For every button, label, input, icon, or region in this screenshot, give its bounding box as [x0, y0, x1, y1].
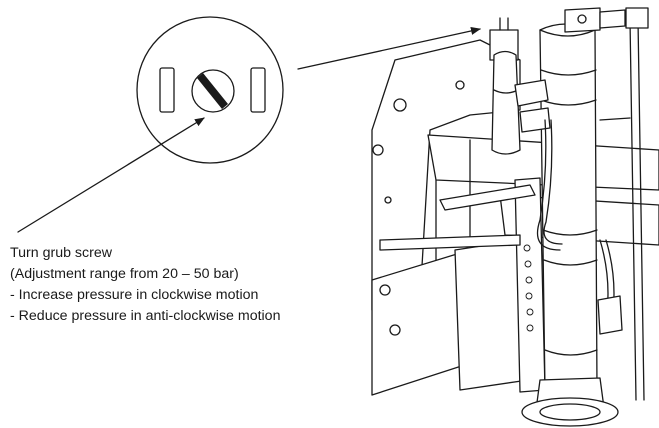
instruction-line-title: Turn grub screw: [10, 245, 112, 261]
instruction-text: Turn grub screw (Adjustment range from 2…: [10, 243, 370, 327]
grub-screw-icon: [191, 69, 235, 113]
instruction-line-range: (Adjustment range from 20 – 50 bar): [10, 266, 239, 282]
callout-arrow: [297, 27, 481, 70]
screw-leader-line: [17, 117, 205, 233]
right-slot: [250, 67, 266, 113]
left-slot: [159, 67, 175, 113]
instruction-line-reduce: - Reduce pressure in anti-clockwise moti…: [10, 308, 281, 324]
machine-illustration: [371, 7, 659, 427]
instruction-line-increase: - Increase pressure in clockwise motion: [10, 287, 259, 303]
